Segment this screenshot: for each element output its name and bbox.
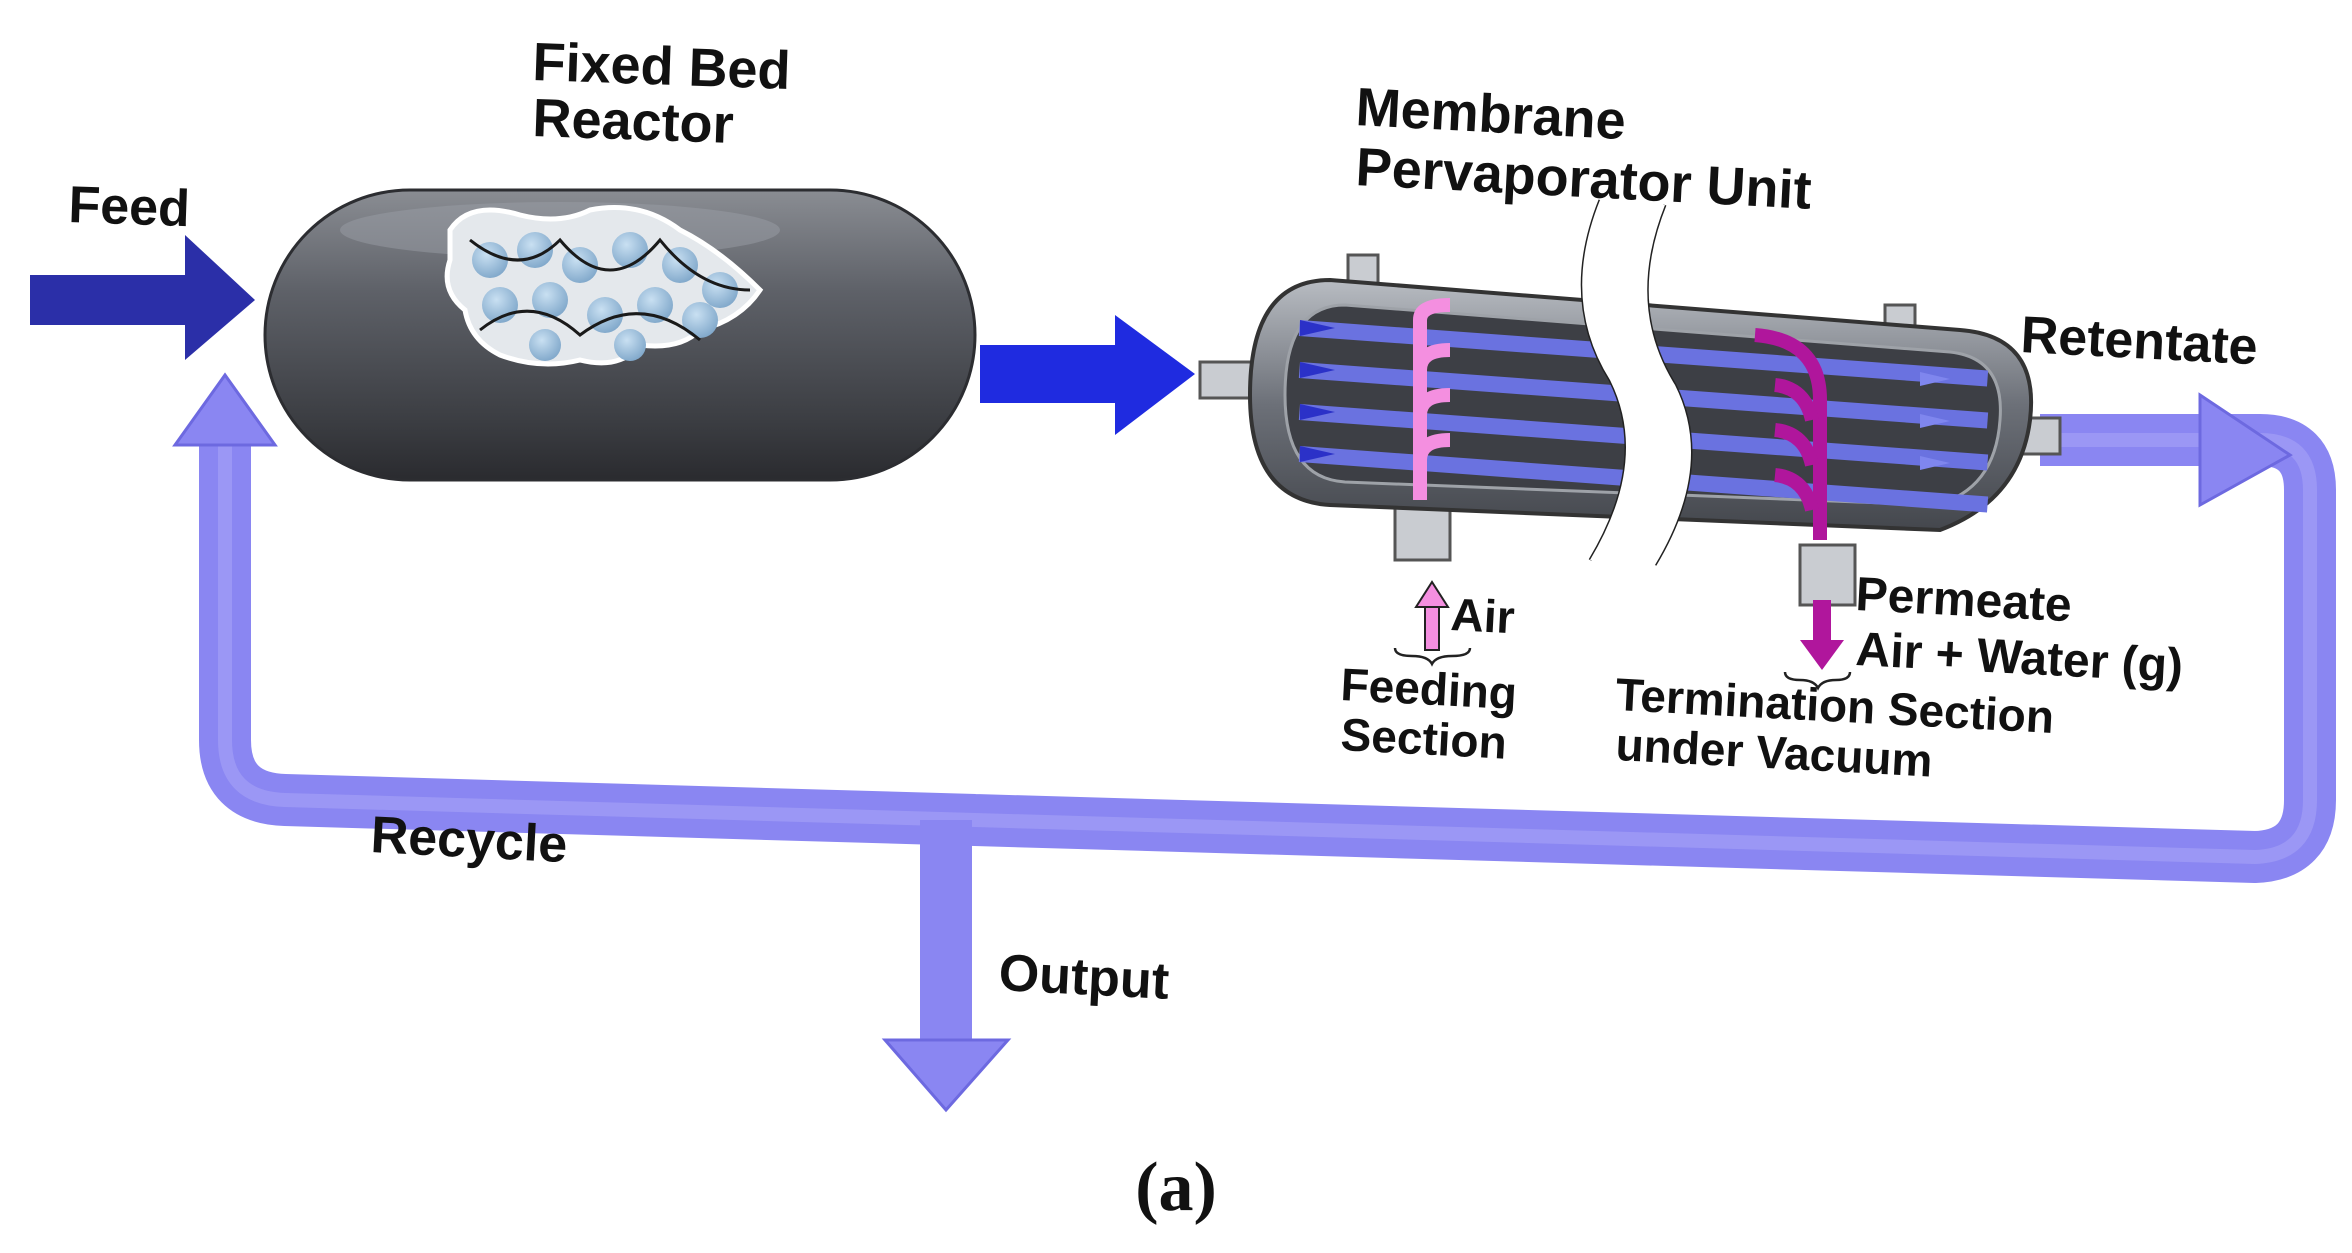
permeate-flow-arrows [1754, 328, 1827, 540]
tube-flow-arrows [1300, 320, 1950, 470]
reactor-label-line1: Fixed Bed [532, 32, 792, 101]
membrane-pervaporator-unit [1198, 199, 2062, 607]
air-inlet-arrow [1414, 580, 1450, 651]
reactor-label-line2: Reactor [532, 88, 735, 155]
fixed-bed-reactor [263, 188, 977, 482]
reactor-to-membrane-arrow [980, 315, 1195, 435]
membrane-label-line1: Membrane [1354, 77, 1627, 151]
output-label: Output [997, 944, 1170, 1011]
permeate-label-line1: Permeate [1854, 568, 2073, 632]
termination-brace [1783, 671, 1852, 691]
figure-caption: (a) [1135, 1149, 1217, 1226]
retentate-arrowhead [2198, 392, 2293, 508]
flow-path-lines [469, 237, 751, 342]
recycle-loop [199, 414, 2336, 883]
air-label: Air [1449, 588, 1516, 643]
recycle-label: Recycle [369, 806, 568, 874]
output-arrow [881, 820, 1012, 1113]
membrane-label-line2: Pervaporator Unit [1354, 137, 1813, 221]
feeding-label-line1: Feeding [1339, 658, 1518, 719]
feed-arrow [30, 235, 255, 360]
air-flow-arrows [1413, 298, 1451, 500]
feeding-brace [1393, 647, 1472, 667]
feed-label: Feed [68, 176, 191, 238]
recycle-arrowhead [172, 372, 278, 447]
permeate-outlet-arrow [1800, 600, 1844, 670]
feeding-label-line2: Section [1339, 708, 1508, 769]
retentate-label: Retentate [2019, 306, 2259, 376]
